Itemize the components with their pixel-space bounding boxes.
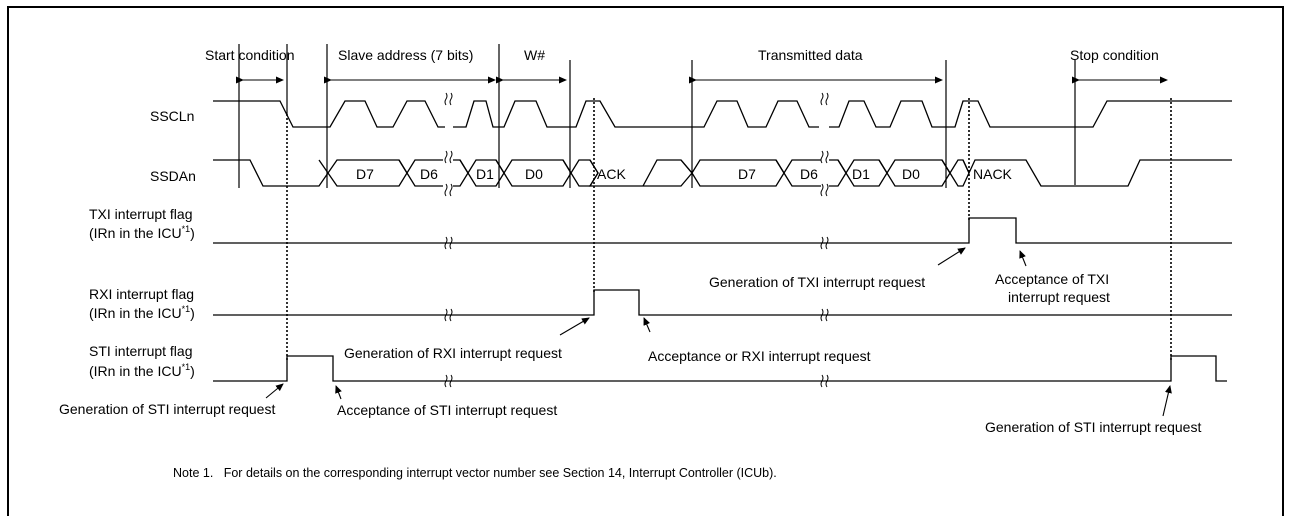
annotation-generation-sti-end: Generation of STI interrupt request: [985, 419, 1201, 435]
figure-frame: [7, 6, 1284, 516]
annotation-acceptance-rxi: Acceptance or RXI interrupt request: [648, 348, 871, 364]
bit-d1-address: D1: [476, 166, 494, 182]
bit-d6-data: D6: [800, 166, 818, 182]
annotation-acceptance-sti: Acceptance of STI interrupt request: [337, 402, 557, 418]
annotation-generation-txi: Generation of TXI interrupt request: [709, 274, 925, 290]
signal-scl-label: SSCLn: [150, 108, 194, 124]
rxi-flag-sub: (IRn in the ICU*1): [89, 304, 195, 321]
label-write: W#: [524, 47, 545, 63]
bit-d1-data: D1: [852, 166, 870, 182]
bit-ack: ACK: [597, 166, 626, 182]
bit-d6-address: D6: [420, 166, 438, 182]
sti-flag-sub: (IRn in the ICU*1): [89, 362, 195, 379]
annotation-generation-rxi: Generation of RXI interrupt request: [344, 345, 562, 361]
scl-waveform: [213, 100, 1232, 128]
bit-nack: NACK: [973, 166, 1013, 182]
rxi-flag-label: RXI interrupt flag: [89, 286, 194, 302]
break-markers: [444, 92, 829, 388]
label-stop-condition: Stop condition: [1070, 47, 1159, 63]
bit-d7-data: D7: [738, 166, 756, 182]
txi-flag-sub: (IRn in the ICU*1): [89, 224, 195, 241]
rxi-flag-waveform: [213, 289, 1232, 316]
footnote: Note 1. For details on the corresponding…: [173, 466, 777, 480]
txi-flag-label: TXI interrupt flag: [89, 206, 193, 222]
event-dotted-lines: [286, 98, 1172, 360]
txi-flag-waveform: [213, 217, 1232, 244]
bit-d7-address: D7: [356, 166, 374, 182]
label-slave-address: Slave address (7 bits): [338, 47, 473, 63]
sti-flag-waveform: [213, 355, 1227, 382]
label-transmitted-data: Transmitted data: [758, 47, 863, 63]
bit-d0-data: D0: [902, 166, 920, 182]
bit-d0-address: D0: [525, 166, 543, 182]
signal-sda-label: SSDAn: [150, 168, 196, 184]
sti-flag-label: STI interrupt flag: [89, 343, 193, 359]
annotation-arrows: [265, 247, 1172, 417]
annotation-acceptance-txi-line1: Acceptance of TXI: [995, 271, 1109, 287]
annotation-acceptance-txi-line2: interrupt request: [1008, 289, 1110, 305]
annotation-generation-sti: Generation of STI interrupt request: [59, 401, 275, 417]
sda-waveform: [213, 159, 1232, 187]
label-start-condition: Start condition: [205, 47, 295, 63]
